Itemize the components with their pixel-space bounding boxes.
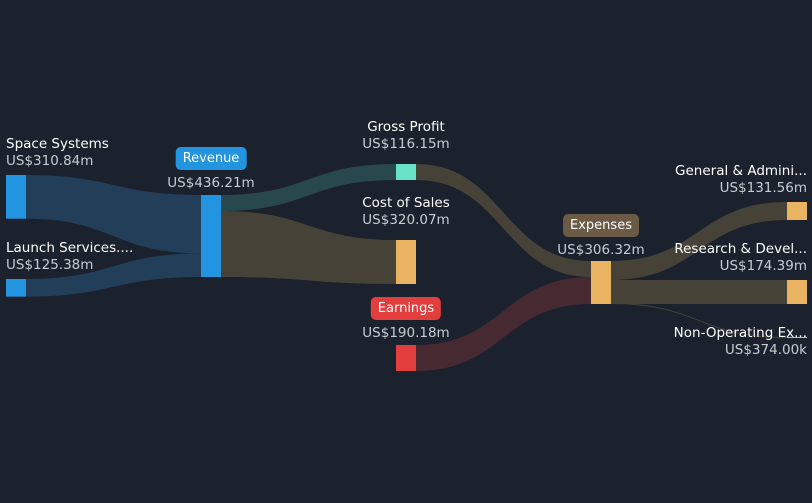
- earnings-badge: Earnings: [370, 297, 442, 320]
- gross-profit-name: Gross Profit: [367, 119, 445, 135]
- node-bar-cost-of-sales: [396, 240, 416, 284]
- flow-space-systems-revenue: [26, 175, 201, 254]
- node-bar-non-operating: [787, 337, 807, 338]
- flow-revenue-gross-profit: [221, 164, 396, 211]
- non-operating-name: Non-Operating Ex...: [673, 325, 807, 341]
- cost-of-sales-value: US$320.07m: [362, 212, 450, 228]
- space-systems-name: Space Systems: [6, 136, 109, 152]
- flow-expenses-research-dev: [611, 280, 787, 304]
- research-dev-value: US$174.39m: [719, 258, 807, 274]
- flow-expenses-non-operating: [611, 303, 787, 338]
- node-bar-earnings: [396, 345, 416, 371]
- non-operating-value: US$374.00k: [724, 342, 807, 358]
- cost-of-sales-name: Cost of Sales: [362, 195, 450, 211]
- expenses-value: US$306.32m: [557, 242, 645, 258]
- earnings-value: US$190.18m: [362, 325, 450, 341]
- launch-services-value: US$125.38m: [6, 257, 94, 273]
- node-bar-research-dev: [787, 280, 807, 304]
- flow-expenses-general-admin: [611, 202, 787, 280]
- node-bar-space-systems: [6, 175, 26, 219]
- flow-launch-services-revenue: [26, 253, 201, 297]
- node-bar-revenue: [201, 195, 221, 277]
- node-label-launch-services: Launch Services.... US$125.38m: [6, 240, 133, 274]
- space-systems-value: US$310.84m: [6, 153, 94, 169]
- node-label-gross-profit: Gross Profit US$116.15m: [362, 119, 449, 153]
- node-label-general-admin: General & Admini... US$131.56m: [675, 163, 807, 197]
- general-admin-name: General & Admini...: [675, 163, 807, 179]
- revenue-value: US$436.21m: [167, 175, 255, 191]
- revenue-badge: Revenue: [175, 147, 247, 170]
- research-dev-name: Research & Devel...: [674, 241, 807, 257]
- node-bar-expenses: [591, 261, 611, 304]
- general-admin-value: US$131.56m: [719, 180, 807, 196]
- launch-services-name: Launch Services....: [6, 240, 134, 256]
- flow-earnings-expenses: [416, 277, 591, 371]
- expenses-badge: Expenses: [563, 214, 639, 237]
- node-bar-general-admin: [787, 202, 807, 220]
- node-label-space-systems: Space Systems US$310.84m: [6, 136, 109, 170]
- node-label-research-dev: Research & Devel... US$174.39m: [674, 241, 807, 275]
- gross-profit-value: US$116.15m: [362, 136, 450, 152]
- node-bar-launch-services: [6, 279, 26, 297]
- node-bar-gross-profit: [396, 164, 416, 180]
- flow-gross-profit-expenses: [416, 164, 591, 277]
- node-label-non-operating: Non-Operating Ex... US$374.00k: [674, 325, 807, 359]
- node-label-cost-of-sales: Cost of Sales US$320.07m: [362, 195, 450, 229]
- flow-revenue-cost-of-sales: [221, 211, 396, 284]
